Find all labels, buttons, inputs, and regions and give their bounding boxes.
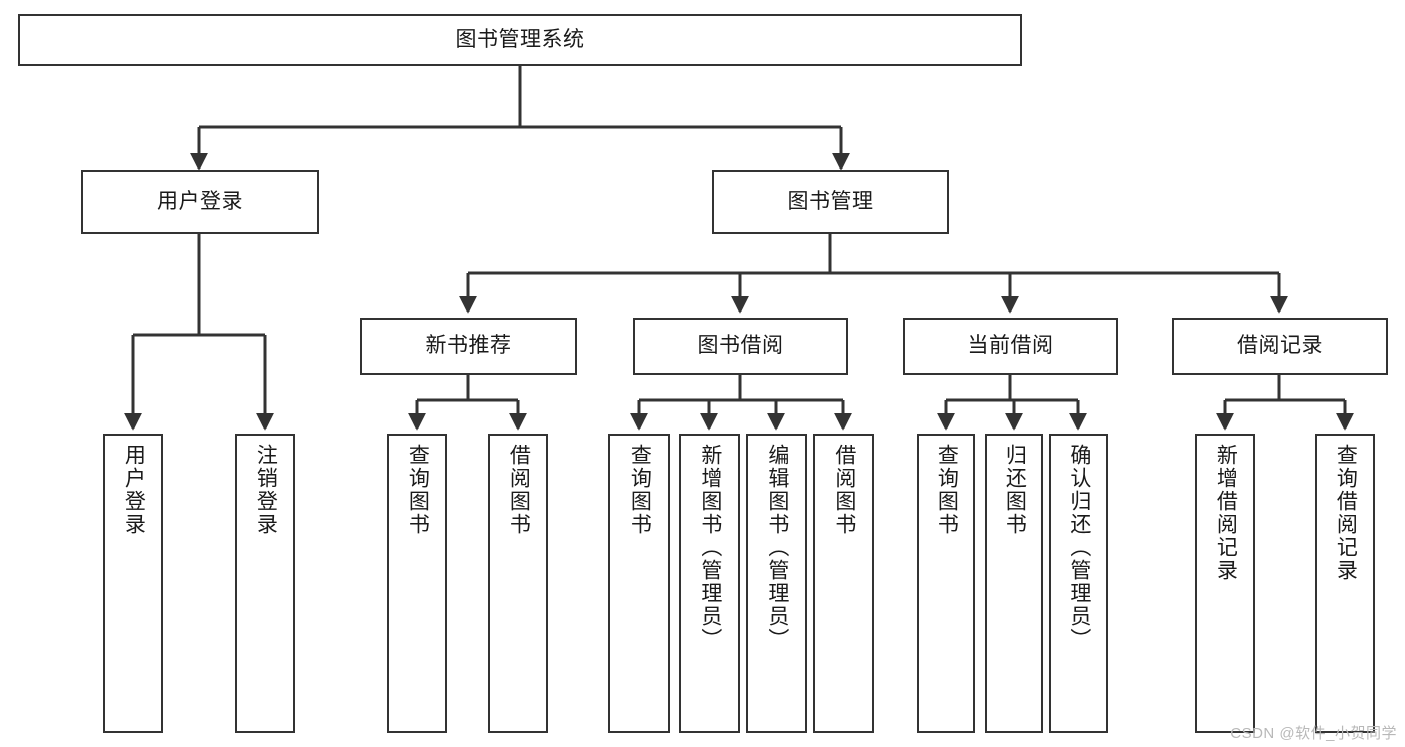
node-label: 新增图书（管理员） — [698, 444, 722, 651]
node-label: 查询图书 — [935, 444, 959, 536]
node-borrow-record[interactable]: 借阅记录 — [1172, 318, 1388, 375]
node-current-borrow[interactable]: 当前借阅 — [903, 318, 1118, 375]
node-label: 图书管理系统 — [455, 27, 585, 51]
node-label: 借阅图书 — [507, 444, 531, 536]
node-label: 新增借阅记录 — [1214, 444, 1238, 582]
node-user-login[interactable]: 用户登录 — [81, 170, 319, 234]
node-book-borrow[interactable]: 图书借阅 — [633, 318, 848, 375]
node-leaf-query-book-recommend[interactable]: 查询图书 — [387, 434, 447, 733]
node-label: 查询图书 — [628, 444, 652, 536]
node-label: 图书管理 — [787, 189, 874, 213]
node-label: 查询图书 — [406, 444, 430, 536]
node-leaf-borrow-book-recommend[interactable]: 借阅图书 — [488, 434, 548, 733]
node-label: 确认归还（管理员） — [1067, 444, 1091, 651]
node-leaf-query-borrow-record[interactable]: 查询借阅记录 — [1315, 434, 1375, 733]
node-label: 新书推荐 — [425, 334, 512, 358]
node-label: 图书借阅 — [697, 334, 784, 358]
node-leaf-user-login[interactable]: 用户登录 — [103, 434, 163, 733]
node-label: 用户登录 — [122, 444, 146, 536]
node-leaf-add-borrow-record[interactable]: 新增借阅记录 — [1195, 434, 1255, 733]
node-leaf-logout[interactable]: 注销登录 — [235, 434, 295, 733]
node-root-book-management-system[interactable]: 图书管理系统 — [18, 14, 1022, 66]
node-label: 注销登录 — [254, 444, 278, 536]
node-leaf-edit-book-admin[interactable]: 编辑图书（管理员） — [746, 434, 807, 733]
node-new-book-recommend[interactable]: 新书推荐 — [360, 318, 577, 375]
node-label: 编辑图书（管理员） — [765, 444, 789, 651]
node-leaf-borrow-book[interactable]: 借阅图书 — [813, 434, 874, 733]
node-label: 借阅图书 — [832, 444, 856, 536]
node-leaf-return-book[interactable]: 归还图书 — [985, 434, 1043, 733]
node-label: 借阅记录 — [1237, 334, 1323, 358]
node-label: 当前借阅 — [967, 334, 1054, 358]
node-label: 查询借阅记录 — [1334, 444, 1358, 582]
node-label: 用户登录 — [157, 189, 243, 213]
node-leaf-query-book-borrow[interactable]: 查询图书 — [608, 434, 670, 733]
node-book-management[interactable]: 图书管理 — [712, 170, 949, 234]
node-leaf-confirm-return-admin[interactable]: 确认归还（管理员） — [1049, 434, 1108, 733]
node-label: 归还图书 — [1003, 444, 1027, 536]
node-leaf-query-book-current[interactable]: 查询图书 — [917, 434, 975, 733]
node-leaf-add-book-admin[interactable]: 新增图书（管理员） — [679, 434, 740, 733]
